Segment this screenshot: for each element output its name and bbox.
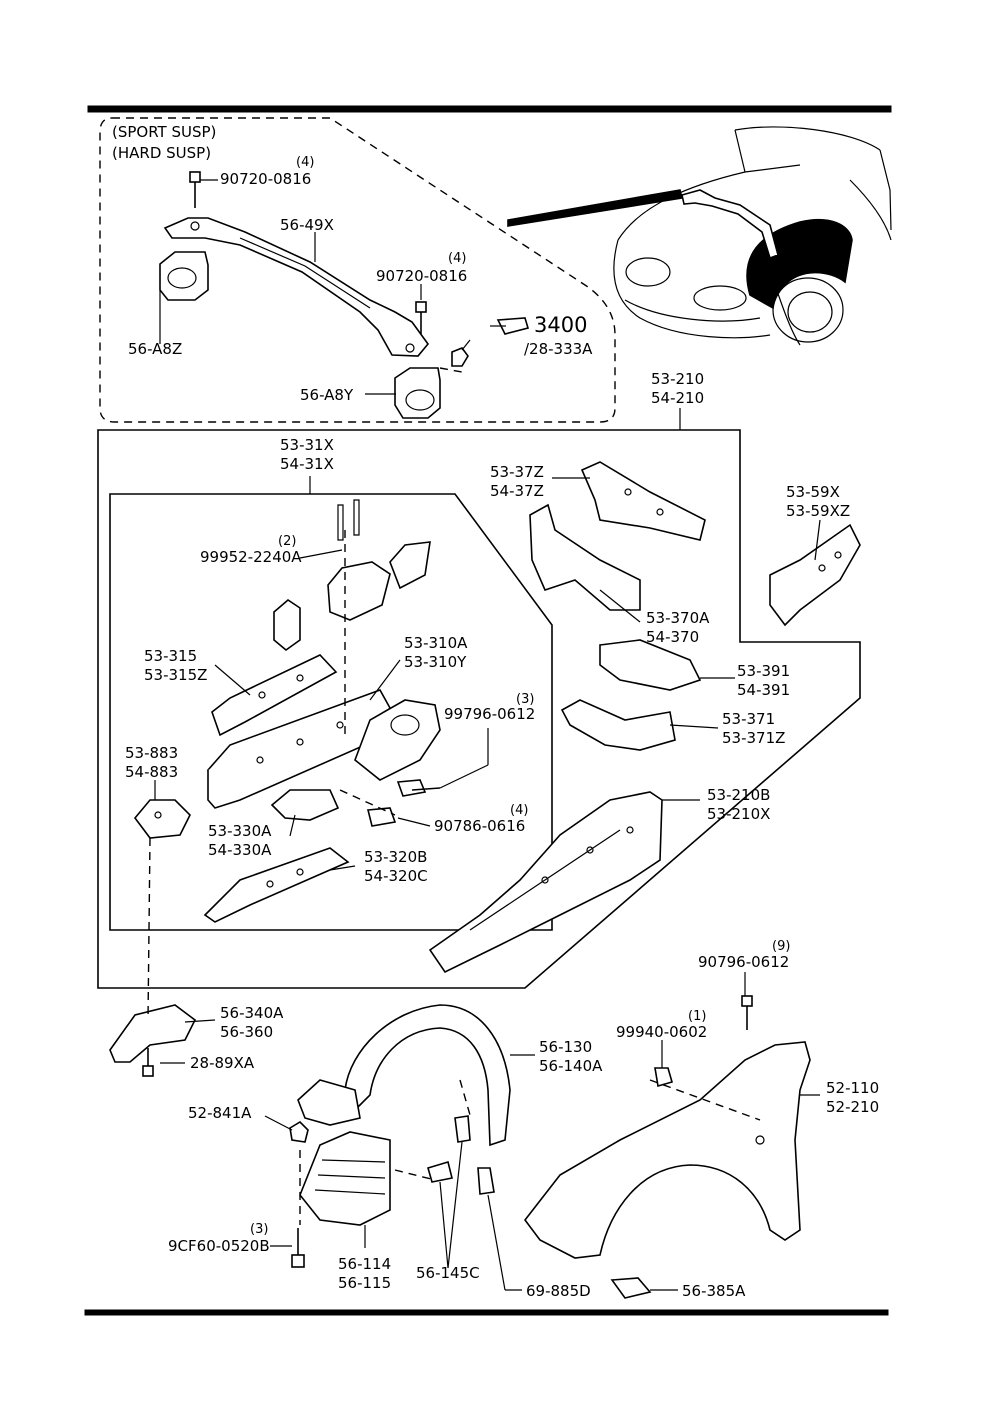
front-fender-panel xyxy=(523,1041,811,1259)
callout-54-320c: 54-320C xyxy=(364,867,428,885)
callout-99796-0612: 99796-0612 xyxy=(444,705,535,723)
pin-icon xyxy=(337,499,360,541)
callout-52-210: 52-210 xyxy=(826,1098,879,1116)
callout-56-130: 56-130 xyxy=(539,1038,592,1056)
callout-53-371z: 53-371Z xyxy=(722,729,785,747)
front-splash-shield xyxy=(299,1131,391,1226)
callout-53-315: 53-315 xyxy=(144,647,197,665)
callout-99940-0602: 99940-0602 xyxy=(616,1023,707,1041)
callout-54-883: 54-883 xyxy=(125,763,178,781)
bolt-icon xyxy=(142,995,753,1268)
callout-56-a8y: 56-A8Y xyxy=(300,386,354,404)
side-member-brace xyxy=(769,523,861,627)
callout-56-49x: 56-49X xyxy=(280,216,334,234)
callout-53-210: 53-210 xyxy=(651,370,704,388)
strut-mount-right xyxy=(394,367,441,419)
callout-56-140a: 56-140A xyxy=(539,1057,603,1075)
frame-assembly-outline xyxy=(109,493,553,931)
option-enclosure xyxy=(99,117,616,423)
callout-28-333a: /28-333A xyxy=(524,340,593,358)
callout-99952-2240a: 99952-2240A xyxy=(200,548,302,566)
callout-56-360: 56-360 xyxy=(220,1023,273,1041)
clip-icon xyxy=(289,1067,673,1299)
callout-90796-0612: 90796-0612 xyxy=(698,953,789,971)
callout-69-885d: 69-885D xyxy=(526,1282,591,1300)
qty-90720-0816-lower: (4) xyxy=(448,251,466,266)
body-assembly-outline xyxy=(97,429,861,989)
callout-54-210: 54-210 xyxy=(651,389,704,407)
note-sport-susp: (SPORT SUSP) xyxy=(112,123,216,141)
fender-stay-bracket xyxy=(109,1004,197,1063)
callout-53-59xz: 53-59XZ xyxy=(786,502,850,520)
callout-54-31x: 54-31X xyxy=(280,455,334,473)
callout-56-145c: 56-145C xyxy=(416,1264,480,1282)
qty-99940-0602: (1) xyxy=(688,1009,706,1024)
leader-lines xyxy=(154,179,821,1291)
qty-99952-2240a: (2) xyxy=(278,534,296,549)
callout-53-210b: 53-210B xyxy=(707,786,770,804)
qty-90786-0616: (4) xyxy=(510,803,528,818)
callout-90786-0616: 90786-0616 xyxy=(434,817,525,835)
strut-tower-bar xyxy=(163,217,430,357)
callout-28-89xa: 28-89XA xyxy=(190,1054,255,1072)
callout-53-210x: 53-210X xyxy=(707,805,770,823)
mount-bracket xyxy=(273,541,431,652)
callout-54-370: 54-370 xyxy=(646,628,699,646)
callout-54-37z: 54-37Z xyxy=(490,482,544,500)
bolt-icon xyxy=(189,171,201,208)
top-rule xyxy=(87,105,892,113)
support-panel xyxy=(599,639,702,691)
callout-53-310y: 53-310Y xyxy=(404,653,467,671)
apron-panel-front xyxy=(529,503,641,611)
callout-56-340a: 56-340A xyxy=(220,1004,284,1022)
gusset-panel xyxy=(560,699,676,751)
callout-90720-0816-lower: 90720-0816 xyxy=(376,267,467,285)
callout-53-59x: 53-59X xyxy=(786,483,840,501)
callout-53-371: 53-371 xyxy=(722,710,775,728)
strut-mount-left xyxy=(159,251,209,301)
lower-frame-member xyxy=(203,847,350,923)
qty-90720-0816-upper: (4) xyxy=(296,155,314,170)
bolt-icon xyxy=(415,301,427,334)
callout-56-114: 56-114 xyxy=(338,1255,391,1273)
bottom-rule xyxy=(84,1309,889,1316)
callout-54-330a: 54-330A xyxy=(208,841,272,859)
callout-90720-0816-upper: 90720-0816 xyxy=(220,170,311,188)
callout-54-391: 54-391 xyxy=(737,681,790,699)
qty-90796-0612: (9) xyxy=(772,939,790,954)
front-mudguard-liner xyxy=(297,1004,511,1147)
callout-53-310a: 53-310A xyxy=(404,634,468,652)
nut-icon xyxy=(451,317,530,367)
side-bracket xyxy=(133,799,191,839)
callout-53-31x: 53-31X xyxy=(280,436,334,454)
callout-56-385a: 56-385A xyxy=(682,1282,746,1300)
callout-53-391: 53-391 xyxy=(737,662,790,680)
suspension-mount-bracket xyxy=(354,699,441,797)
callout-9cf60-0520b: 9CF60-0520B xyxy=(168,1237,270,1255)
callout-53-315z: 53-315Z xyxy=(144,666,207,684)
callout-53-37z: 53-37Z xyxy=(490,463,544,481)
callout-56-115: 56-115 xyxy=(338,1274,391,1292)
qty-9cf60-0520b: (3) xyxy=(250,1222,268,1237)
callout-53-330a: 53-330A xyxy=(208,822,272,840)
callout-53-320b: 53-320B xyxy=(364,848,427,866)
apron-panel-upper xyxy=(580,461,706,541)
callout-53-370a: 53-370A xyxy=(646,609,710,627)
vehicle-locator-illustration xyxy=(507,126,892,346)
frame-reinforcement xyxy=(211,654,338,737)
qty-99796-0612: (3) xyxy=(516,692,534,707)
callout-52-110: 52-110 xyxy=(826,1079,879,1097)
callout-3400: 3400 xyxy=(534,313,587,337)
callout-52-841a: 52-841A xyxy=(188,1104,252,1122)
note-hard-susp: (HARD SUSP) xyxy=(112,144,211,162)
lower-bracket xyxy=(270,789,397,827)
callout-56-a8z: 56-A8Z xyxy=(128,340,182,358)
callout-53-883: 53-883 xyxy=(125,744,178,762)
